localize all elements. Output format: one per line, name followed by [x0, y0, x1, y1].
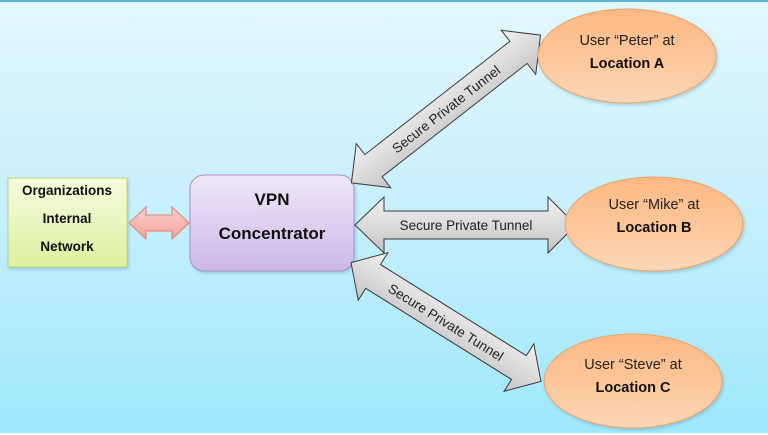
user-a-location: Location A: [590, 56, 665, 72]
user-c-node: [543, 333, 723, 429]
tunnel-b-label: Secure Private Tunnel: [400, 218, 533, 233]
internal-network-label-1: Organizations: [22, 183, 112, 198]
tunnel-c-label: Secure Private Tunnel: [385, 281, 506, 364]
vpn-concentrator-label-2: Concentrator: [219, 224, 326, 243]
internal-vpn-link-arrow: [128, 205, 190, 241]
internal-network-label-3: Network: [40, 239, 94, 254]
user-b-node: [564, 176, 744, 272]
user-a-name: User “Peter” at: [579, 33, 674, 49]
user-b-location: Location B: [617, 220, 692, 236]
user-b-name: User “Mike” at: [608, 197, 699, 213]
tunnel-a-label: Secure Private Tunnel: [389, 63, 503, 157]
tunnel-a-arrow: [350, 29, 542, 189]
vpn-concentrator-node: [189, 174, 355, 272]
internal-network-node: [7, 177, 128, 268]
user-c-name: User “Steve” at: [584, 357, 682, 373]
user-a-node: [537, 8, 717, 104]
user-c-location: Location C: [596, 380, 671, 396]
vpn-concentrator-label-1: VPN: [255, 190, 290, 209]
tunnel-c-arrow: [350, 251, 542, 393]
internal-network-label-2: Internal: [43, 211, 92, 226]
